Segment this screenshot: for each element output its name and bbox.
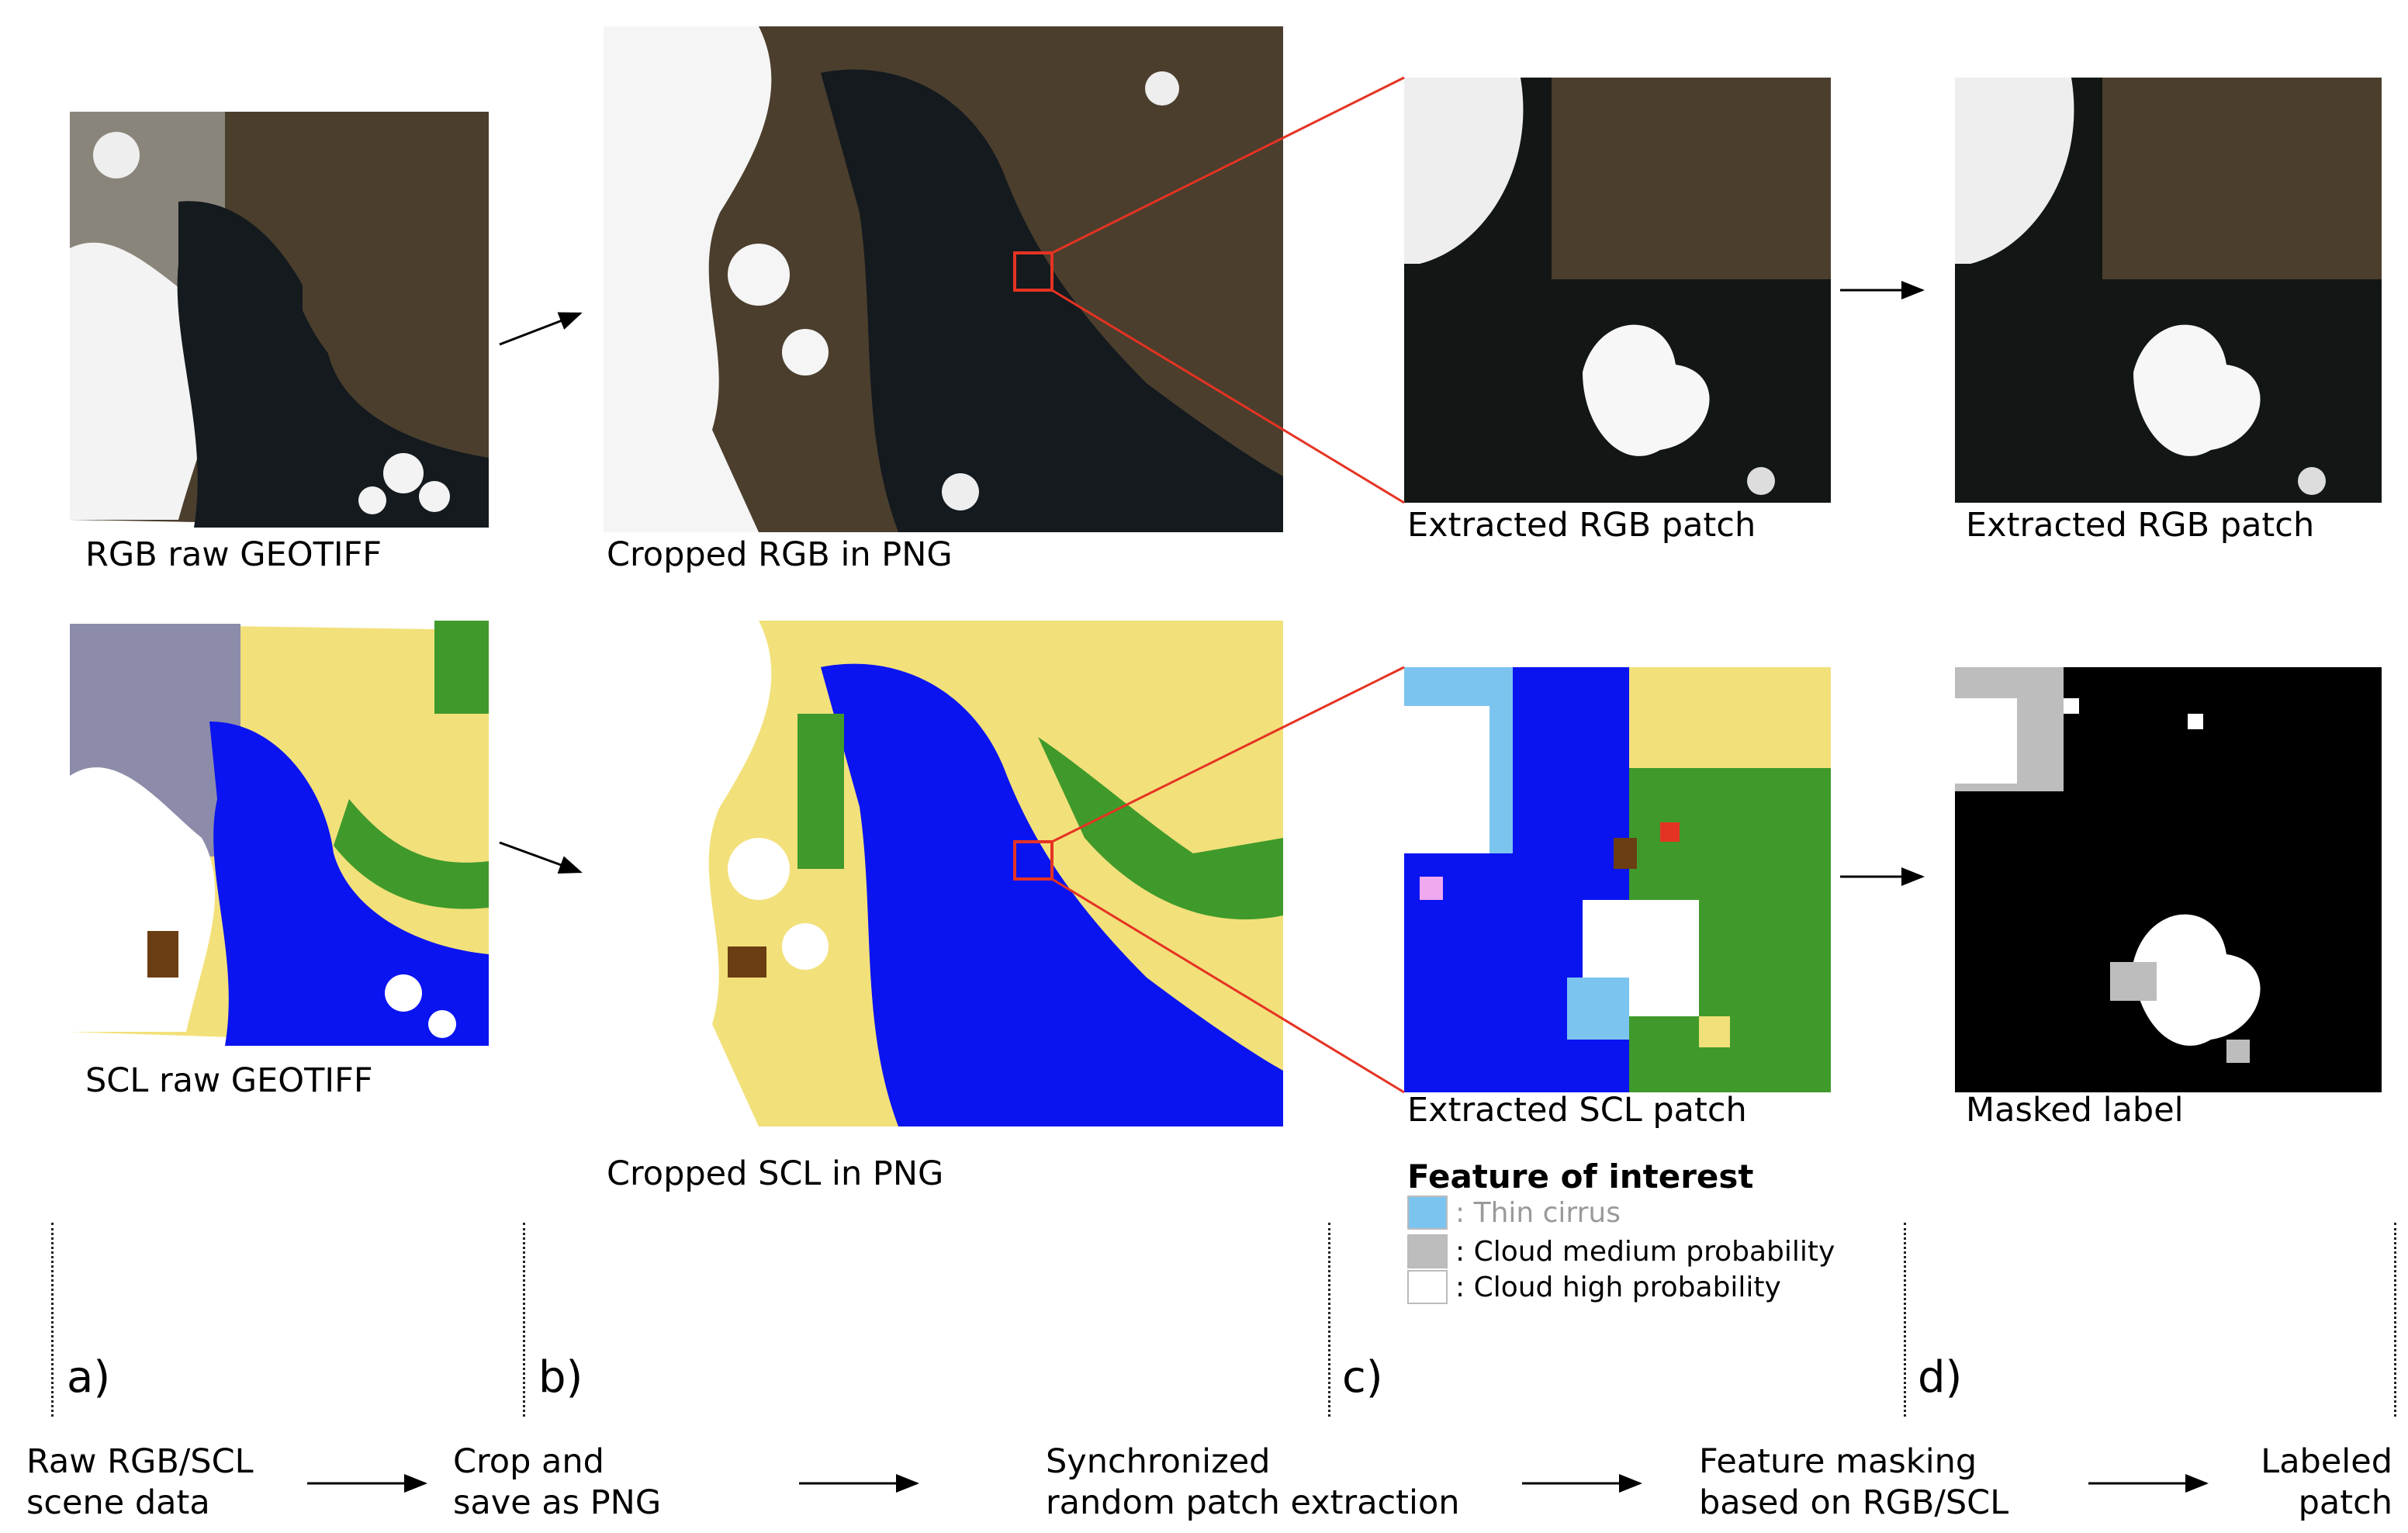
rgb-raw-image — [70, 109, 489, 528]
step-label-c: c) — [1342, 1352, 1383, 1403]
pipeline-step-labeled-patch-line2: patch — [2298, 1483, 2392, 1522]
legend-item-cloud-medium: : Cloud medium probability — [1407, 1234, 1835, 1269]
pipeline-step-crop-line2: save as PNG — [453, 1483, 662, 1522]
masked-label-image — [1955, 667, 2382, 1092]
rgb-cropped-caption: Cropped RGB in PNG — [607, 535, 953, 574]
rgb-patch-out-image — [1955, 78, 2382, 503]
legend-label-cloud-medium: : Cloud medium probability — [1455, 1235, 1835, 1268]
pipeline-step-patch-extraction-line2: random patch extraction — [1046, 1483, 1460, 1522]
separator-e — [2394, 1223, 2396, 1417]
scl-raw-caption: SCL raw GEOTIFF — [85, 1061, 373, 1100]
rgb-patch-caption: Extracted RGB patch — [1407, 506, 1756, 545]
pipeline-step-labeled-patch-line1: Labeled — [2261, 1442, 2392, 1481]
legend-swatch-cloud-high — [1407, 1270, 1448, 1304]
scl-cropped-caption: Cropped SCL in PNG — [607, 1154, 944, 1193]
pipeline-step-feature-masking: Feature masking based on RGB/SCL — [1699, 1441, 2008, 1524]
legend-swatch-cloud-medium — [1407, 1234, 1448, 1268]
legend-item-cloud-high: : Cloud high probability — [1407, 1269, 1781, 1305]
arrow-rgb-raw-to-cropped — [499, 312, 583, 346]
rgb-cropped-image — [604, 26, 1283, 532]
pipeline-step-crop-line1: Crop and — [453, 1442, 604, 1481]
pipeline-step-labeled-patch: Labeled patch — [2261, 1441, 2392, 1524]
step-label-b: b) — [538, 1352, 583, 1403]
rgb-patch-out-caption: Extracted RGB patch — [1966, 506, 2315, 545]
pipeline-step-raw-data-line2: scene data — [26, 1483, 210, 1522]
pipeline-step-patch-extraction: Synchronized random patch extraction — [1046, 1441, 1460, 1524]
scl-raw-image — [70, 621, 489, 1046]
legend-title: Feature of interest — [1407, 1158, 1754, 1196]
step-label-a: a) — [67, 1352, 111, 1403]
separator-b — [523, 1223, 525, 1417]
step-label-d: d) — [1918, 1352, 1963, 1403]
rgb-raw-caption: RGB raw GEOTIFF — [85, 535, 382, 574]
crop-highlight-box — [1013, 840, 1054, 881]
pipeline-step-patch-extraction-line1: Synchronized — [1046, 1442, 1271, 1481]
legend-label-thin-cirrus: : Thin cirrus — [1455, 1196, 1621, 1229]
masked-label-caption: Masked label — [1966, 1091, 2184, 1130]
legend-swatch-thin-cirrus — [1407, 1196, 1448, 1230]
arrow-scl-raw-to-cropped — [499, 841, 583, 874]
legend-item-thin-cirrus: : Thin cirrus — [1407, 1195, 1621, 1230]
pipeline-step-raw-data-line1: Raw RGB/SCL — [26, 1442, 254, 1481]
scl-cropped-image — [604, 621, 1283, 1126]
scl-patch-caption: Extracted SCL patch — [1407, 1091, 1747, 1130]
rgb-patch-image — [1404, 78, 1831, 503]
separator-a — [51, 1223, 54, 1417]
separator-c — [1328, 1223, 1330, 1417]
pipeline-step-feature-masking-line1: Feature masking — [1699, 1442, 1977, 1481]
crop-highlight-box — [1013, 251, 1054, 292]
scl-patch-image — [1404, 667, 1831, 1092]
separator-d — [1904, 1223, 1906, 1417]
legend-label-cloud-high: : Cloud high probability — [1455, 1271, 1781, 1303]
pipeline-step-crop: Crop and save as PNG — [453, 1441, 661, 1524]
pipeline-step-feature-masking-line2: based on RGB/SCL — [1699, 1483, 2009, 1522]
pipeline-step-raw-data: Raw RGB/SCL scene data — [26, 1441, 254, 1524]
